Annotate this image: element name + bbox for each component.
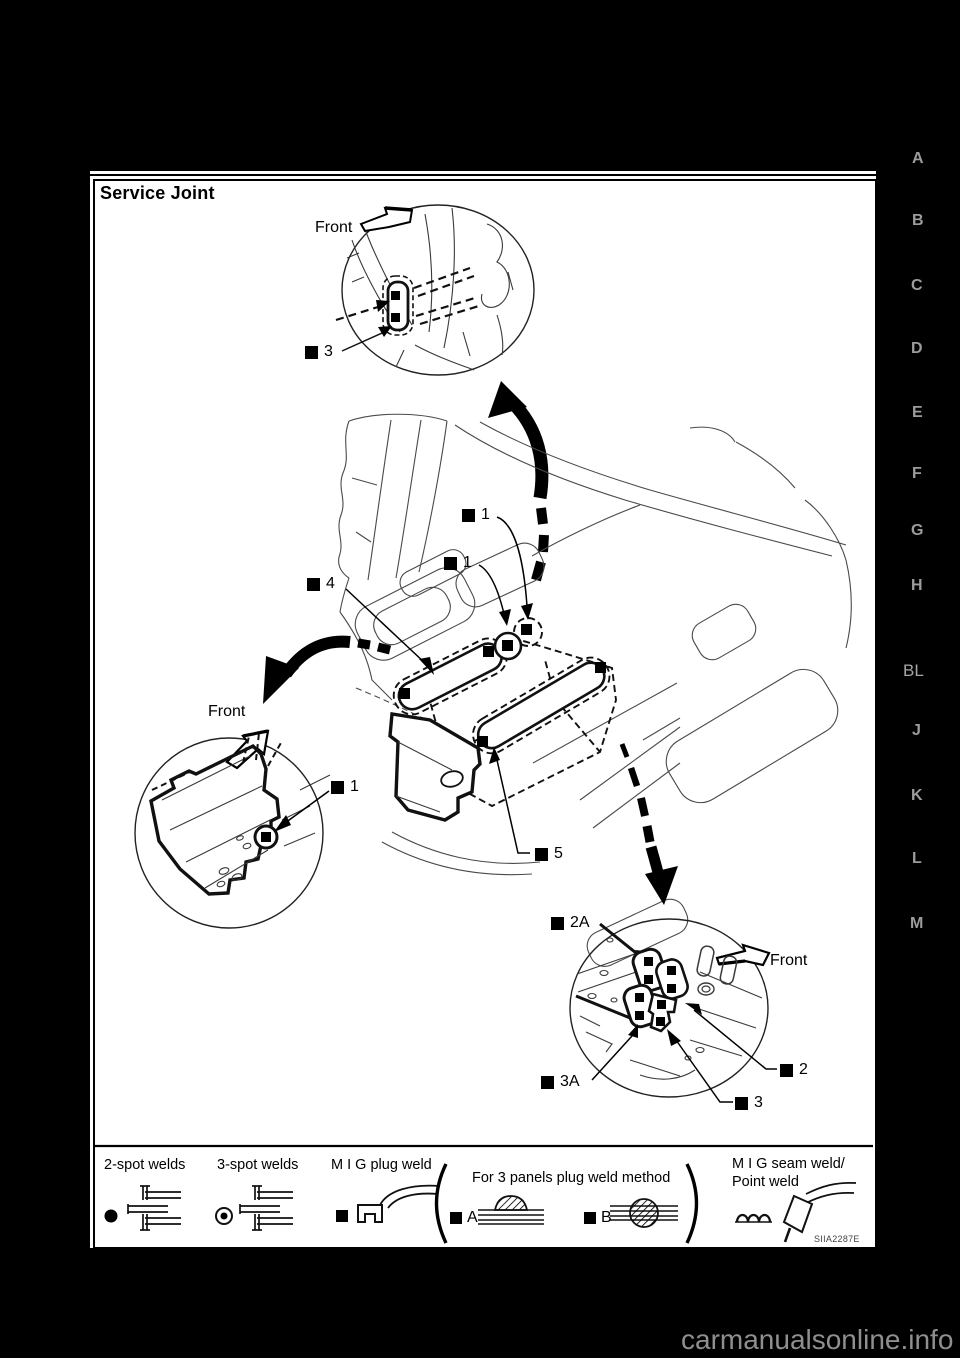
callout-number: 1 xyxy=(463,554,472,571)
section-letter-k: K xyxy=(911,787,923,804)
callout-3-top: 3 xyxy=(305,344,333,360)
section-letter-b: B xyxy=(912,212,924,229)
weld-square-marker xyxy=(331,780,344,794)
weld-square-marker xyxy=(541,1075,554,1089)
callout-1-lower: 1 xyxy=(444,555,472,571)
section-letter-a: A xyxy=(912,150,924,167)
callout-number: 4 xyxy=(326,575,335,592)
callout-number: 3 xyxy=(754,1094,763,1111)
legend-option-letter: B xyxy=(601,1209,612,1226)
callout-2a: 2A xyxy=(551,915,590,931)
legend-option-a: A xyxy=(450,1210,478,1226)
legend-label-mig-seam-1: M I G seam weld/ xyxy=(732,1156,845,1172)
section-letter-c: C xyxy=(911,277,923,294)
figure-title: Service Joint xyxy=(100,183,215,203)
callout-number: 2 xyxy=(799,1061,808,1078)
section-letter-h: H xyxy=(911,577,923,594)
section-letter-e: E xyxy=(912,404,923,421)
weld-square-marker xyxy=(551,916,564,930)
legend-label-mig-seam-2: Point weld xyxy=(732,1174,799,1190)
legend-label-mig-plug: M I G plug weld xyxy=(331,1157,432,1173)
callout-number: 3A xyxy=(560,1073,580,1090)
weld-square-marker xyxy=(305,345,318,359)
weld-square-marker xyxy=(307,577,320,591)
callout-1-upper: 1 xyxy=(462,507,490,523)
front-label-right: Front xyxy=(770,952,808,969)
callout-4: 4 xyxy=(307,576,335,592)
weld-square-marker xyxy=(735,1096,748,1110)
section-letter-d: D xyxy=(911,340,923,357)
weld-square-marker xyxy=(450,1212,462,1224)
callout-number: 3 xyxy=(324,343,333,360)
section-letter-l: L xyxy=(912,850,922,867)
page-top-rule xyxy=(90,171,876,174)
callout-2: 2 xyxy=(780,1062,808,1078)
callout-5: 5 xyxy=(535,846,563,862)
legend-label-three-panel: For 3 panels plug weld method xyxy=(472,1170,671,1186)
callout-3a: 3A xyxy=(541,1074,580,1090)
legend-label-2-spot: 2-spot welds xyxy=(104,1157,186,1173)
callout-number: 5 xyxy=(554,845,563,862)
section-letter-j: J xyxy=(912,722,921,739)
watermark-text: carmanualsonline.info xyxy=(681,1324,954,1355)
legend-option-b: B xyxy=(584,1210,612,1226)
weld-square-marker xyxy=(535,847,548,861)
figure-border xyxy=(93,179,877,1249)
section-letter-m: M xyxy=(910,915,924,932)
front-label-top: Front xyxy=(315,219,353,236)
legend-option-letter: A xyxy=(467,1209,478,1226)
callout-number: 2A xyxy=(570,914,590,931)
callout-number: 1 xyxy=(350,778,359,795)
callout-3-right-inset: 3 xyxy=(735,1095,763,1111)
section-letter-f: F xyxy=(912,465,922,482)
weld-square-marker xyxy=(444,556,457,570)
section-letter-bl-current: BL xyxy=(903,661,924,680)
legend-label-3-spot: 3-spot welds xyxy=(217,1157,299,1173)
front-label-left: Front xyxy=(208,703,246,720)
callout-number: 1 xyxy=(481,506,490,523)
weld-square-marker xyxy=(780,1063,793,1077)
callout-1-left-inset: 1 xyxy=(331,779,359,795)
figure-code: SIIA2287E xyxy=(814,1234,860,1244)
weld-square-marker xyxy=(462,508,475,522)
weld-square-marker xyxy=(584,1212,596,1224)
section-letter-g: G xyxy=(911,522,924,539)
